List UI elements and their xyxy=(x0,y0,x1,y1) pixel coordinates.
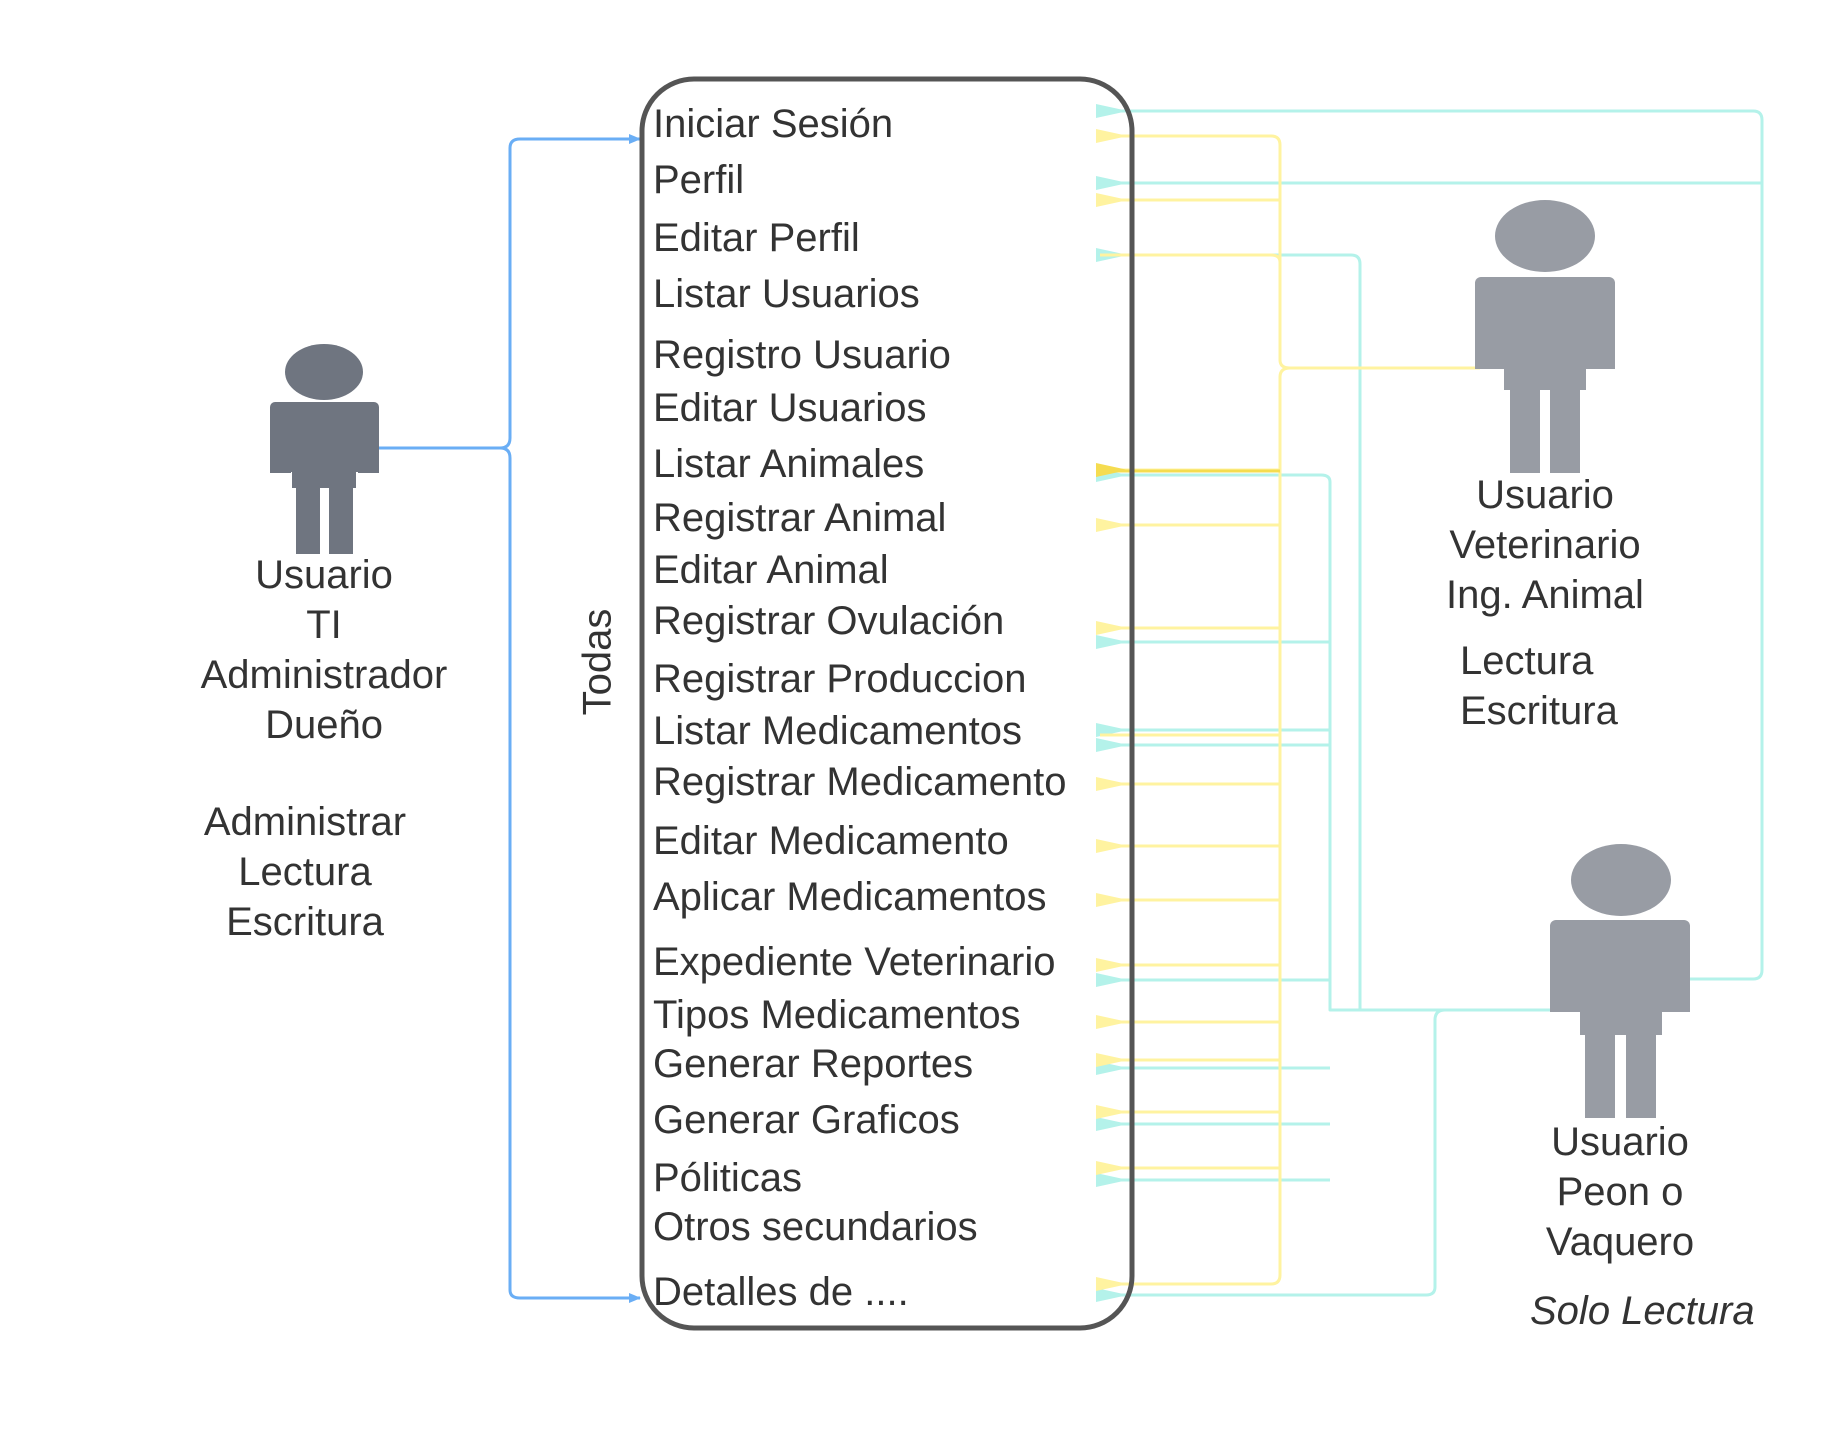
admin-person-icon xyxy=(270,344,379,554)
peon-name-line: Vaquero xyxy=(1545,1220,1695,1264)
feature-registro-usuario: Registro Usuario xyxy=(653,333,951,377)
peon-name-line: Usuario xyxy=(1551,1120,1689,1164)
admin-name-line: Usuario xyxy=(255,553,393,597)
feature-registrar-medicamento: Registrar Medicamento xyxy=(653,760,1067,804)
admin-permission-line: Escritura xyxy=(226,900,384,944)
peon-person-icon xyxy=(1550,844,1690,1118)
vet-arrowheads xyxy=(1096,129,1128,1291)
feature-expediente-veterinario: Expediente Veterinario xyxy=(653,940,1056,984)
admin-permissions: Administrar Lectura Escritura xyxy=(180,797,430,947)
peon-name-line: Peon o xyxy=(1556,1170,1684,1214)
vet-name-line: Usuario xyxy=(1476,473,1614,517)
feature-iniciar-sesion: Iniciar Sesión xyxy=(653,102,894,146)
feature-editar-animal: Editar Animal xyxy=(653,548,889,592)
feature-generar-graficos: Generar Graficos xyxy=(653,1098,960,1142)
feature-registrar-ovulacion: Registrar Ovulación xyxy=(653,599,1005,643)
vet-name-line: Ing. Animal xyxy=(1446,573,1644,617)
feature-politicas: Póliticas xyxy=(653,1156,802,1200)
admin-permission-line: Administrar xyxy=(203,800,407,844)
admin-name-line: Administrador xyxy=(200,653,448,697)
vet-person-icon xyxy=(1475,200,1615,473)
peon-permission-line: Solo Lectura xyxy=(1530,1289,1755,1333)
feature-listar-animales: Listar Animales xyxy=(653,442,925,486)
feature-aplicar-medicamentos: Aplicar Medicamentos xyxy=(653,875,1047,919)
peon-permissions: Solo Lectura xyxy=(1530,1286,1755,1336)
admin-name: Usuario TI Administrador Dueño xyxy=(184,550,464,750)
feature-editar-medicamento: Editar Medicamento xyxy=(653,819,1009,863)
vet-permission-line: Lectura xyxy=(1460,639,1594,683)
feature-registrar-animal: Registrar Animal xyxy=(653,496,947,540)
admin-name-line: Dueño xyxy=(265,703,383,747)
feature-detalles-de: Detalles de .... xyxy=(653,1270,909,1314)
feature-editar-usuarios: Editar Usuarios xyxy=(653,386,927,430)
todas-side-label: Todas xyxy=(575,608,620,716)
peon-connectors xyxy=(1100,109,1764,1297)
admin-name-line: TI xyxy=(306,603,342,647)
feature-listar-medicamentos: Listar Medicamentos xyxy=(653,709,1023,753)
feature-listar-usuarios: Listar Usuarios xyxy=(653,272,920,316)
admin-permission-line: Lectura xyxy=(238,850,372,894)
peon-arrowheads xyxy=(1096,104,1128,1302)
feature-generar-reportes: Generar Reportes xyxy=(653,1042,974,1086)
features-box xyxy=(639,76,1135,1331)
vet-name-line: Veterinario xyxy=(1449,523,1641,567)
feature-registrar-produccion: Registrar Produccion xyxy=(653,657,1027,701)
vet-permissions: Lectura Escritura xyxy=(1460,636,1618,736)
feature-otros-secundarios: Otros secundarios xyxy=(653,1205,978,1249)
feature-editar-perfil: Editar Perfil xyxy=(653,216,860,260)
feature-tipos-medicamentos: Tipos Medicamentos xyxy=(653,993,1021,1037)
vet-permission-line: Escritura xyxy=(1460,689,1618,733)
vet-connectors xyxy=(1100,134,1480,1286)
feature-perfil: Perfil xyxy=(653,158,745,202)
vet-name: Usuario Veterinario Ing. Animal xyxy=(1415,470,1675,620)
peon-name: Usuario Peon o Vaquero xyxy=(1500,1117,1740,1267)
admin-connectors xyxy=(378,134,641,1303)
